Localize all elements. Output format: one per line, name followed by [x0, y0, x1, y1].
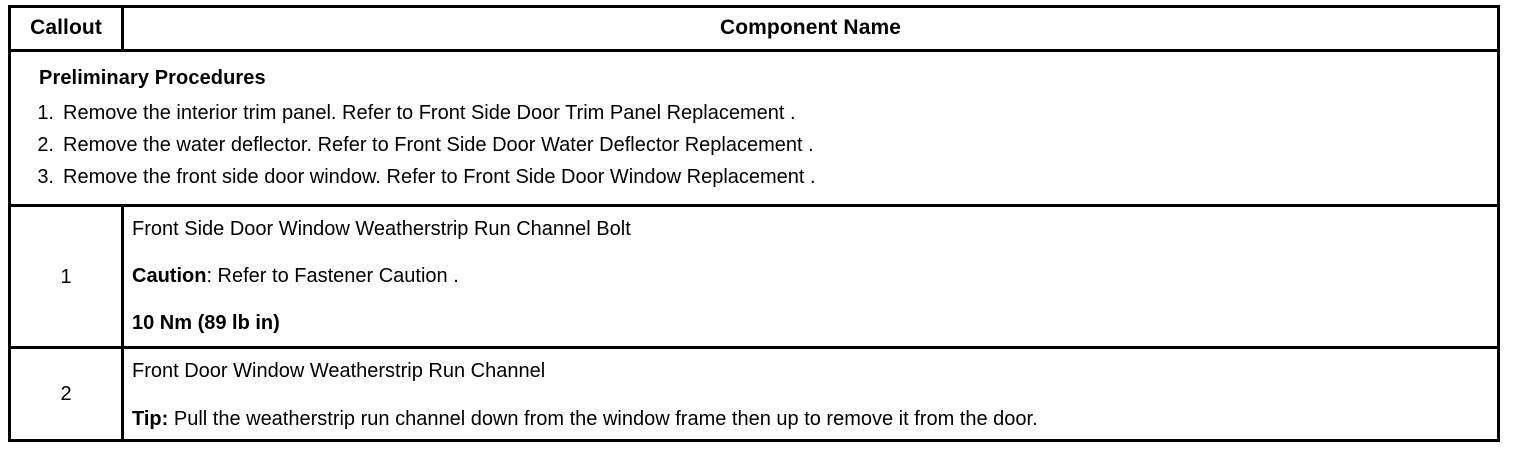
caution-text: : Refer to Fastener Caution . [206, 265, 459, 287]
table-row: 1 Front Side Door Window Weatherstrip Ru… [8, 204, 1500, 349]
callout-number: 2 [8, 346, 124, 442]
step-text: Remove the water deflector. Refer to Fro… [63, 134, 814, 156]
column-header-callout: Callout [8, 5, 124, 52]
list-item: 3. Remove the front side door window. Re… [21, 161, 1487, 193]
component-description-cell: Front Side Door Window Weatherstrip Run … [121, 204, 1500, 349]
component-callout-table: Callout Component Name Preliminary Proce… [8, 5, 1500, 442]
list-item: 2. Remove the water deflector. Refer to … [21, 129, 1487, 161]
preliminary-procedures-cell: Preliminary Procedures 1. Remove the int… [8, 49, 1500, 207]
tip-label: Tip: [132, 408, 169, 430]
table-row: 2 Front Door Window Weatherstrip Run Cha… [8, 346, 1500, 442]
preliminary-steps-list: 1. Remove the interior trim panel. Refer… [21, 97, 1487, 193]
caution-label: Caution [132, 265, 207, 287]
tip-note: Tip: Pull the weatherstrip run channel d… [132, 406, 1487, 432]
caution-note: Caution: Refer to Fastener Caution . [132, 263, 1487, 289]
column-header-component-name: Component Name [121, 5, 1500, 52]
component-name-text: Front Side Door Window Weatherstrip Run … [132, 218, 631, 240]
callout-number: 1 [8, 204, 124, 349]
tip-text: Pull the weatherstrip run channel down f… [168, 408, 1038, 430]
table-header-row: Callout Component Name [8, 5, 1500, 52]
preliminary-procedures-title: Preliminary Procedures [39, 67, 266, 89]
list-item: 1. Remove the interior trim panel. Refer… [21, 97, 1487, 129]
step-number: 3. [37, 166, 54, 188]
step-number: 2. [37, 134, 54, 156]
step-text: Remove the interior trim panel. Refer to… [63, 102, 796, 124]
step-number: 1. [37, 102, 54, 124]
step-text: Remove the front side door window. Refer… [63, 166, 816, 188]
component-description-cell: Front Door Window Weatherstrip Run Chann… [121, 346, 1500, 442]
preliminary-procedures-row: Preliminary Procedures 1. Remove the int… [8, 49, 1500, 207]
component-name-text: Front Door Window Weatherstrip Run Chann… [132, 360, 546, 382]
torque-specification: 10 Nm (89 lb in) [132, 312, 280, 334]
